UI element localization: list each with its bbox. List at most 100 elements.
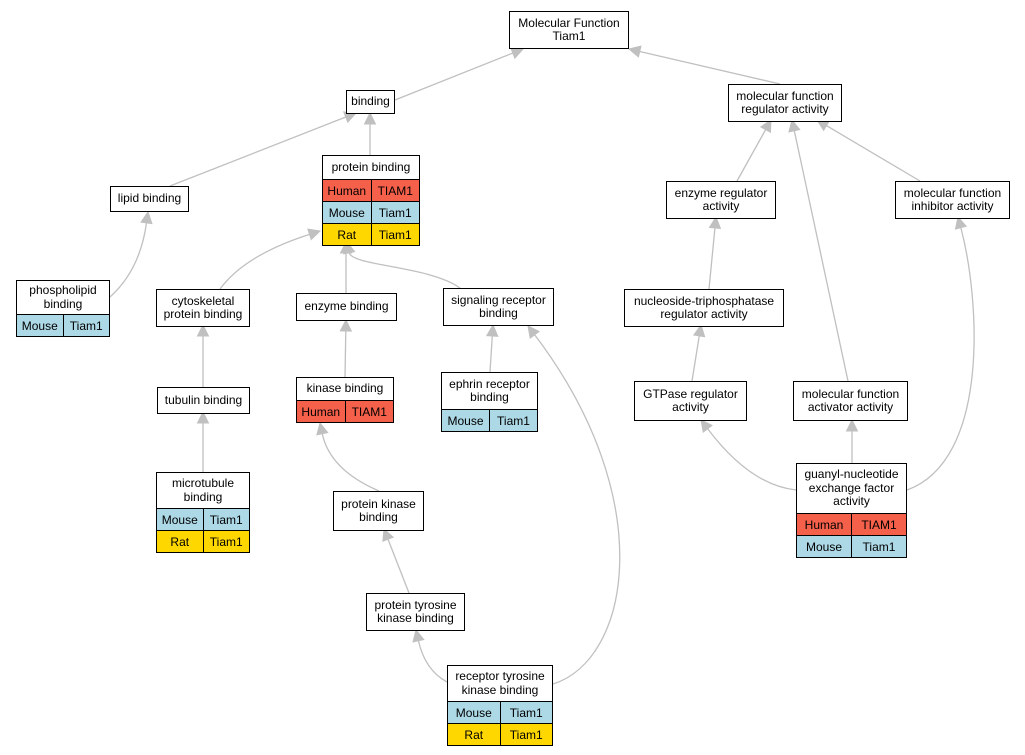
edge-gnef-activity-to-mf-inhibitor-activity [906, 215, 975, 491]
node-title: guanyl-nucleotide exchange factor activi… [804, 467, 899, 509]
arrowhead-icon [759, 119, 772, 134]
edge-protein-kinase-binding-to-kinase-binding [316, 421, 380, 492]
edge-line [169, 116, 346, 187]
edge-ephrin-receptor-binding-to-signaling-receptor-binding [485, 323, 499, 373]
edge-tubulin-binding-to-cytoskeletal-protein-binding [196, 323, 210, 387]
node-title: kinase binding [306, 381, 384, 396]
edge-line [534, 334, 621, 685]
node-title: receptor tyrosine kinase binding [455, 669, 545, 697]
gene-label: Tiam1 [370, 224, 420, 245]
edge-group [109, 45, 975, 685]
node-title: tubulin binding [164, 392, 243, 407]
edge-line [219, 233, 310, 290]
edge-line [394, 52, 514, 101]
node-title: GTPase regulator activity [643, 386, 738, 414]
species-label: Human [301, 404, 341, 419]
species-row-mouse: Mouse Tiam1 [157, 508, 249, 530]
edge-microtubule-binding-to-tubulin-binding [196, 410, 210, 472]
gene-label: Tiam1 [499, 724, 553, 745]
species-row-mouse: Mouse Tiam1 [442, 409, 537, 431]
node-title: signaling receptor binding [451, 292, 546, 320]
node-title: protein tyrosine kinase binding [374, 597, 457, 625]
arrowhead-icon [954, 215, 968, 230]
edge-gnef-activity-to-gtpase-regulator-activity [700, 419, 797, 491]
arrowhead-icon [509, 47, 525, 60]
species-label: Mouse [447, 413, 484, 428]
edge-binding-to-molecular-function-tiam1 [394, 47, 525, 101]
edge-mf-regulator-activity-to-molecular-function-tiam1 [627, 45, 781, 85]
node-title: molecular function inhibitor activity [903, 185, 1002, 213]
node-title: enzyme regulator activity [674, 185, 768, 213]
species-row-rat: Rat Tiam1 [448, 723, 552, 745]
gene-label: Tiam1 [202, 531, 250, 552]
arrowhead-icon [307, 228, 322, 241]
edge-line [489, 335, 493, 373]
arrowhead-icon [485, 323, 499, 337]
edge-enzyme-regulator-activity-to-mf-regulator-activity [736, 119, 772, 182]
species-label: Rat [464, 727, 484, 742]
edge-line [707, 428, 797, 491]
edge-line [736, 129, 767, 182]
node-lipid-binding[interactable]: lipid binding [110, 186, 189, 212]
node-mf-activator-activity[interactable]: molecular function activator activity [793, 381, 908, 421]
edge-line [344, 330, 347, 378]
edge-line [826, 125, 921, 182]
arrowhead-icon [412, 628, 425, 643]
edge-line [906, 227, 975, 491]
edge-cytoskeletal-protein-binding-to-protein-binding [219, 228, 322, 290]
species-label: Human [327, 183, 367, 198]
node-title: binding [351, 94, 390, 109]
edge-rtk-binding-to-protein-tyrosine-kinase-binding [412, 628, 448, 683]
edge-line [348, 252, 461, 289]
node-protein-kinase-binding[interactable]: protein kinase binding [333, 491, 424, 531]
node-ntpase-regulator-activity[interactable]: nucleoside-triphosphatase regulator acti… [624, 289, 784, 327]
species-label: Mouse [455, 705, 492, 720]
node-mf-inhibitor-activity[interactable]: molecular function inhibitor activity [895, 181, 1010, 219]
edge-line [387, 539, 410, 594]
species-label: Mouse [328, 205, 365, 220]
node-title: molecular function regulator activity [736, 88, 834, 116]
edge-mf-activator-activity-to-mf-regulator-activity [788, 118, 849, 382]
node-molecular-function-tiam1[interactable]: Molecular Function Tiam1 [509, 11, 629, 49]
arrowhead-icon [196, 410, 210, 424]
species-label: Human [804, 517, 844, 532]
node-gtpase-regulator-activity[interactable]: GTPase regulator activity [634, 381, 747, 421]
gene-label: Tiam1 [499, 702, 553, 723]
node-enzyme-regulator-activity[interactable]: enzyme regulator activity [666, 181, 776, 219]
arrowhead-icon [140, 210, 153, 225]
node-mf-regulator-activity[interactable]: molecular function regulator activity [728, 84, 842, 122]
node-tubulin-binding[interactable]: tubulin binding [157, 387, 250, 414]
node-protein-tyrosine-kinase-binding[interactable]: protein tyrosine kinase binding [366, 593, 465, 631]
arrowhead-icon [692, 323, 706, 338]
gene-label: Tiam1 [489, 410, 537, 431]
edge-line [109, 222, 148, 298]
node-cytoskeletal-protein-binding[interactable]: cytoskeletal protein binding [156, 289, 250, 327]
arrowhead-icon [382, 527, 395, 543]
node-gnef-activity[interactable]: guanyl-nucleotide exchange factor activi… [796, 463, 907, 558]
species-label: Mouse [805, 539, 843, 554]
node-title: lipid binding [117, 191, 182, 206]
node-title: Molecular Function Tiam1 [518, 15, 620, 43]
edge-line [417, 640, 448, 683]
edge-line [639, 50, 781, 85]
node-signaling-receptor-binding[interactable]: signaling receptor binding [443, 288, 554, 326]
node-enzyme-binding[interactable]: enzyme binding [296, 293, 397, 321]
gene-label: Tiam1 [62, 315, 110, 336]
gene-label: Tiam1 [370, 202, 420, 223]
gene-label: Tiam1 [202, 509, 250, 530]
gene-label: TIAM1 [344, 401, 394, 422]
species-label: Mouse [161, 512, 198, 527]
arrowhead-icon [627, 45, 642, 58]
species-label: Rat [170, 534, 190, 549]
node-binding[interactable]: binding [346, 90, 395, 114]
